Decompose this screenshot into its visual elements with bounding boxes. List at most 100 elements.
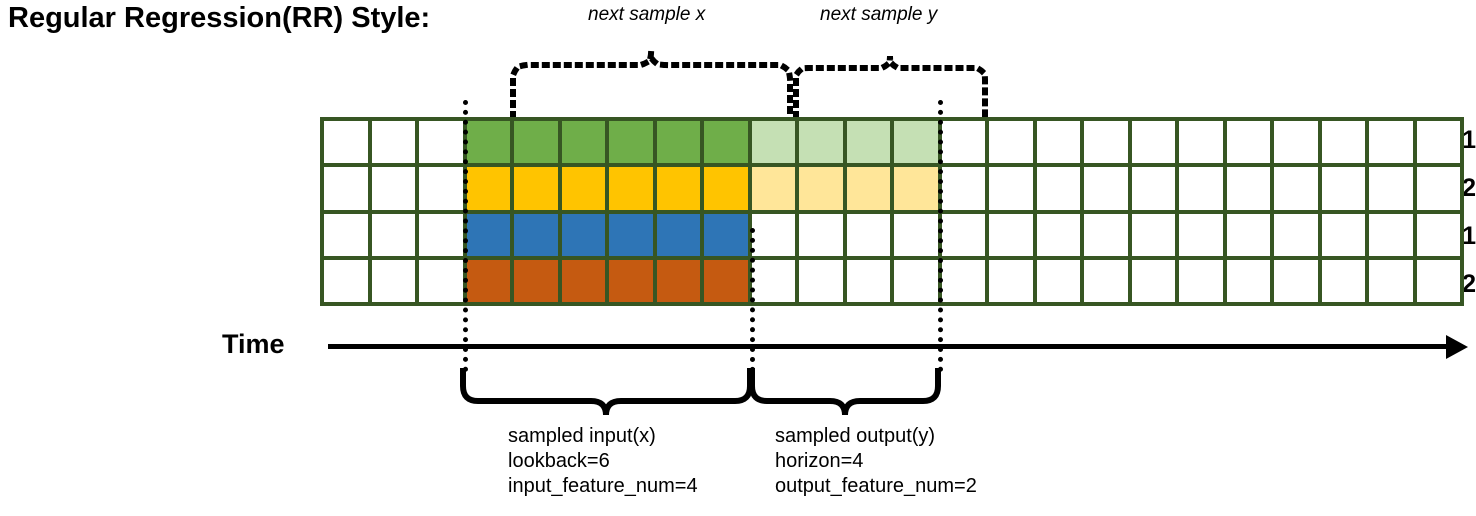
guide-line-output-end xyxy=(938,100,943,372)
grid-cell xyxy=(656,167,700,210)
grid-cell xyxy=(1131,167,1175,210)
grid-cell xyxy=(419,121,463,164)
grid-cell xyxy=(1369,259,1413,302)
grid-cell xyxy=(609,121,653,164)
grid-cell xyxy=(846,121,890,164)
grid-cell xyxy=(799,121,843,164)
solid-brace-sampled-input xyxy=(460,368,753,416)
grid-cell xyxy=(609,213,653,256)
grid-cell xyxy=(466,167,510,210)
grid-cell xyxy=(989,121,1033,164)
annotation-next-sample-y: next sample y xyxy=(820,4,938,25)
grid-cell xyxy=(941,259,985,302)
grid-cell xyxy=(1369,167,1413,210)
grid-cell xyxy=(1416,121,1460,164)
grid-cell xyxy=(466,121,510,164)
grid-cell xyxy=(324,259,368,302)
grid-cell xyxy=(1274,121,1318,164)
grid-cell xyxy=(1036,167,1080,210)
grid-cell xyxy=(1084,121,1128,164)
time-axis-arrowhead xyxy=(1446,335,1468,359)
sampled-input-line-2: lookback=6 xyxy=(508,450,610,472)
grid-cell xyxy=(894,259,938,302)
grid-cell xyxy=(514,121,558,164)
grid-cell xyxy=(561,167,605,210)
grid-row xyxy=(324,259,1460,302)
grid-cell xyxy=(704,259,748,302)
grid-cell xyxy=(1084,167,1128,210)
grid-cell xyxy=(324,167,368,210)
grid-cell xyxy=(371,167,415,210)
grid-cell xyxy=(514,213,558,256)
grid-cell xyxy=(799,213,843,256)
grid-cell xyxy=(371,121,415,164)
grid-cell xyxy=(419,213,463,256)
grid-cell xyxy=(1036,213,1080,256)
grid-cell xyxy=(656,121,700,164)
grid-cell xyxy=(704,167,748,210)
grid-cell xyxy=(1321,167,1365,210)
grid-cell xyxy=(324,213,368,256)
grid-cell xyxy=(1084,259,1128,302)
sampled-input-description: sampled input(x) lookback=6 input_featur… xyxy=(508,424,698,499)
grid-cell xyxy=(989,259,1033,302)
grid-cell xyxy=(941,213,985,256)
grid-cell xyxy=(1274,213,1318,256)
sampled-output-line-2: horizon=4 xyxy=(775,450,864,472)
timeseries-grid xyxy=(320,117,1464,306)
annotation-next-sample-x: next sample x xyxy=(588,4,706,25)
grid-cell xyxy=(1321,259,1365,302)
grid-cell xyxy=(894,213,938,256)
grid-cell xyxy=(1321,213,1365,256)
guide-line-input-start xyxy=(463,100,468,372)
grid-cell xyxy=(1369,213,1413,256)
grid-cell xyxy=(561,121,605,164)
grid-cell xyxy=(514,259,558,302)
time-axis-label: Time xyxy=(222,329,285,359)
grid-cell xyxy=(1226,167,1270,210)
grid-cell xyxy=(1226,259,1270,302)
grid-cell xyxy=(751,259,795,302)
grid-cell xyxy=(514,167,558,210)
grid-cell xyxy=(1226,121,1270,164)
grid-cell xyxy=(799,259,843,302)
sampled-input-line-3: input_feature_num=4 xyxy=(508,475,698,497)
grid-cell xyxy=(609,259,653,302)
grid-cell xyxy=(1179,259,1223,302)
grid-cell xyxy=(846,259,890,302)
grid-cell xyxy=(1226,213,1270,256)
grid-cell xyxy=(1274,259,1318,302)
dotted-brace-next-sample-y xyxy=(793,55,988,119)
grid-cell xyxy=(846,213,890,256)
grid-cell xyxy=(799,167,843,210)
grid-cell xyxy=(1369,121,1413,164)
grid-cell xyxy=(609,167,653,210)
grid-cell xyxy=(1036,121,1080,164)
grid-cell xyxy=(466,259,510,302)
grid-cell xyxy=(419,167,463,210)
grid-cell xyxy=(751,121,795,164)
grid-cell xyxy=(324,121,368,164)
grid-row xyxy=(324,167,1460,210)
grid-cell xyxy=(1084,213,1128,256)
grid-cell xyxy=(466,213,510,256)
grid-cell xyxy=(419,259,463,302)
grid-cell xyxy=(656,213,700,256)
page-title: Regular Regression(RR) Style: xyxy=(8,2,431,34)
grid-cell xyxy=(941,167,985,210)
grid-cell xyxy=(894,167,938,210)
sampled-output-line-1: sampled output(y) xyxy=(775,425,936,447)
guide-line-input-end xyxy=(750,228,755,372)
grid-cell xyxy=(1416,167,1460,210)
grid-cell xyxy=(561,213,605,256)
grid-cell xyxy=(1131,213,1175,256)
grid-cell xyxy=(1179,167,1223,210)
grid-cell xyxy=(704,213,748,256)
grid-cell xyxy=(656,259,700,302)
grid-cell xyxy=(894,121,938,164)
grid-cell xyxy=(1131,121,1175,164)
grid-cell xyxy=(1131,259,1175,302)
grid-cell xyxy=(371,259,415,302)
grid-cell xyxy=(989,213,1033,256)
grid-cell xyxy=(1036,259,1080,302)
